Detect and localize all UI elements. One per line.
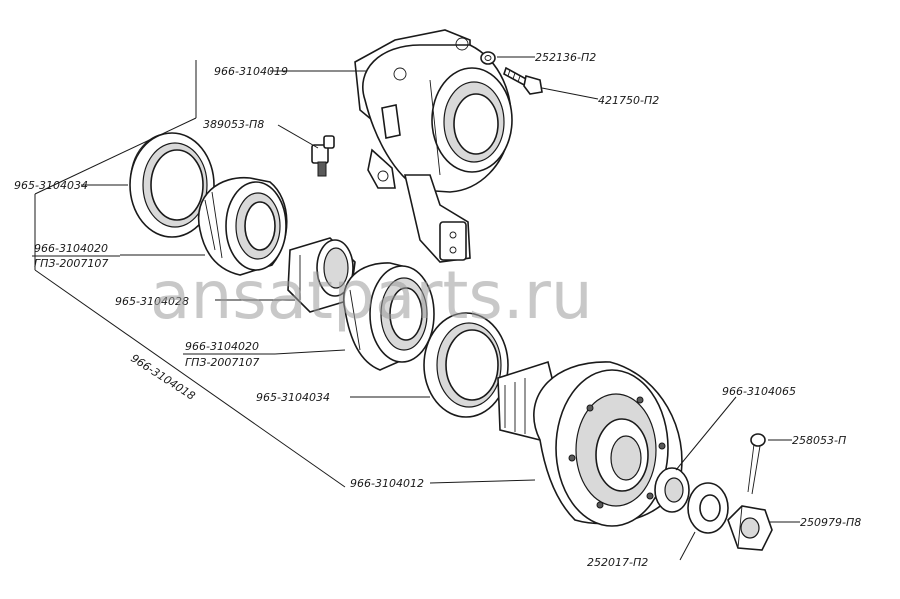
label-grease-fitting: 389053-П8 (203, 118, 264, 131)
label-cotter-pin: 258053-П (792, 434, 846, 447)
label-spacer: 965-3104028 (115, 295, 189, 308)
grease-fitting-part (311, 135, 335, 177)
label-hub: 966-3104012 (350, 477, 424, 490)
spring-washer-part (687, 482, 729, 534)
washer-part (654, 467, 690, 513)
label-inner-bearing-gost: ГПЗ-2007107 (185, 356, 259, 369)
label-washer: 966-3104065 (722, 385, 796, 398)
lock-washer-part (480, 51, 496, 65)
bolt-part (503, 66, 543, 95)
leader-lines (34, 56, 800, 561)
cotter-pin-part (747, 433, 766, 495)
label-outer-seal: 965-3104034 (14, 179, 88, 192)
inner-bearing-part (342, 262, 435, 371)
label-bolt: 421750-П2 (598, 94, 659, 107)
label-lock-washer: 252136-П2 (535, 51, 596, 64)
label-castle-nut: 250979-П8 (800, 516, 861, 529)
inner-seal-part (423, 312, 509, 418)
housing-part (354, 29, 513, 263)
label-outer-bearing-gost: ГПЗ-2007107 (34, 257, 108, 270)
label-outer-bearing: 966-3104020 (34, 242, 108, 255)
outer-bearing-part (197, 176, 288, 276)
castle-nut-part (727, 505, 773, 551)
label-spring-washer: 252017-П2 (587, 556, 648, 569)
watermark-text: ansatparts.ru (150, 257, 593, 334)
label-housing: 966-3104019 (214, 65, 288, 78)
label-inner-bearing: 966-3104020 (185, 340, 259, 353)
label-inner-seal: 965-3104034 (256, 391, 330, 404)
outer-seal-part (129, 132, 215, 238)
hub-part (497, 360, 683, 527)
